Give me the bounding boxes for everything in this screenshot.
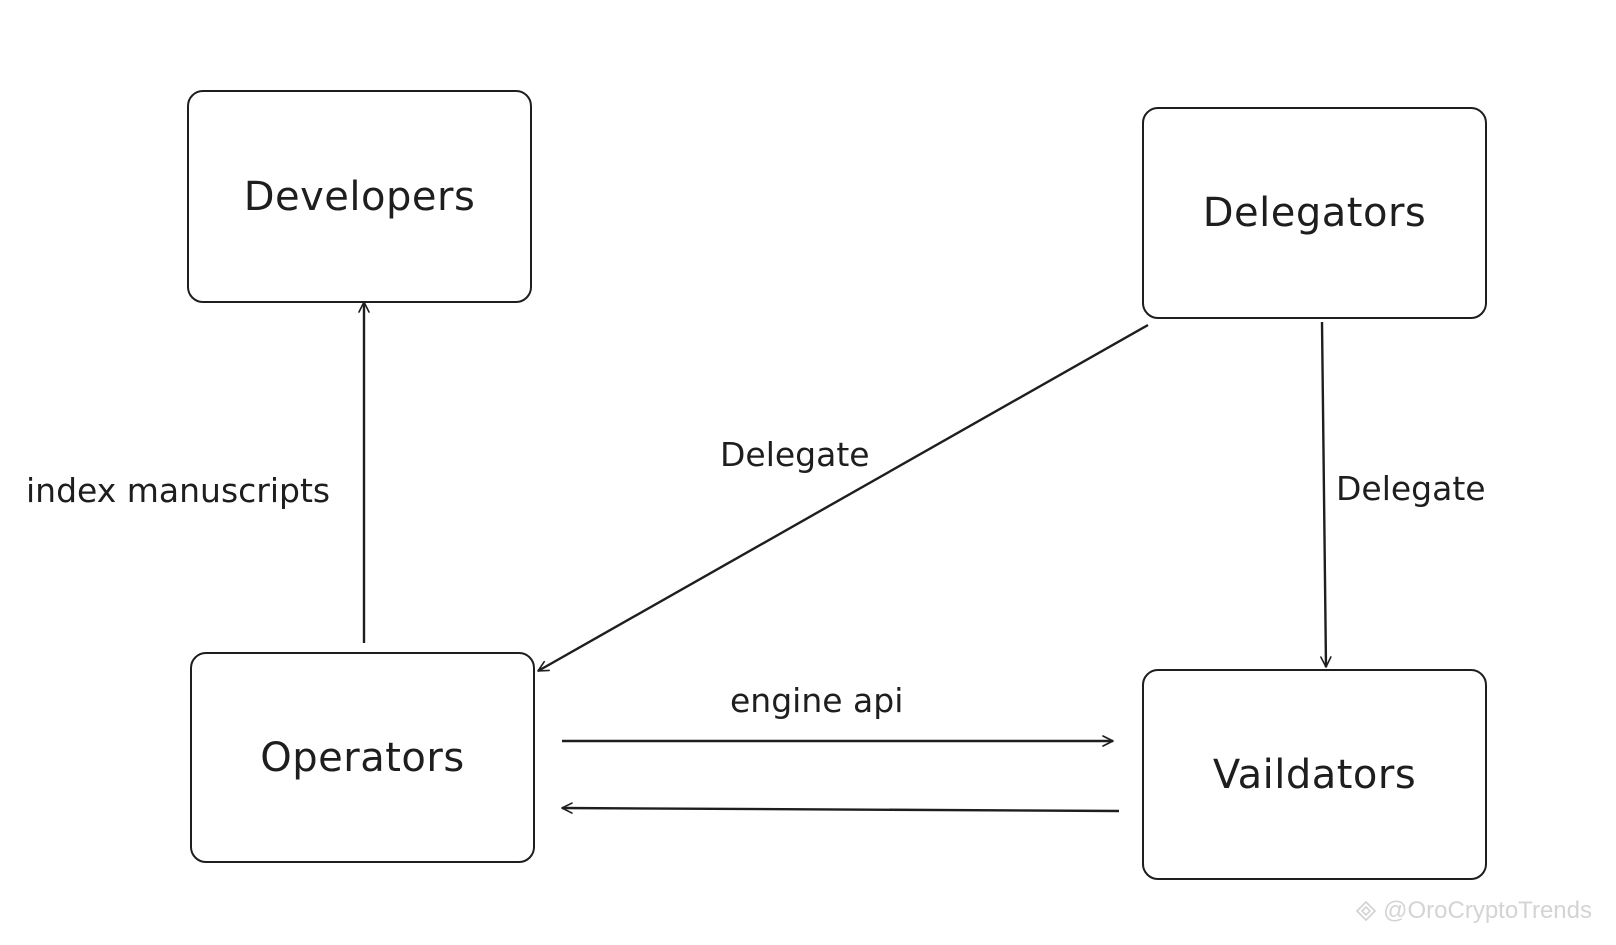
node-delegators-label: Delegators <box>1202 190 1427 236</box>
arrow-delegators-to-validators <box>1320 321 1332 668</box>
watermark-text: @OroCryptoTrends <box>1383 897 1592 924</box>
node-operators: Operators <box>190 652 535 863</box>
edge-label-engine-api: engine api <box>730 681 904 720</box>
edge-label-delegate-vertical: Delegate <box>1336 469 1486 508</box>
arrow-validators-to-operators <box>561 802 1120 814</box>
node-delegators: Delegators <box>1142 107 1487 319</box>
binance-diamond-icon <box>1355 900 1377 922</box>
node-developers: Developers <box>187 90 532 303</box>
node-validators-label: Vaildators <box>1212 751 1417 798</box>
node-operators-label: Operators <box>260 734 465 781</box>
edge-label-index-manuscripts: index manuscripts <box>26 471 331 510</box>
node-developers-label: Developers <box>243 173 476 220</box>
arrow-delegators-to-operators <box>537 323 1149 673</box>
edge-label-delegate-diagonal: Delegate <box>720 435 870 474</box>
node-validators: Vaildators <box>1142 669 1487 880</box>
watermark: @OroCryptoTrends <box>1355 897 1592 925</box>
